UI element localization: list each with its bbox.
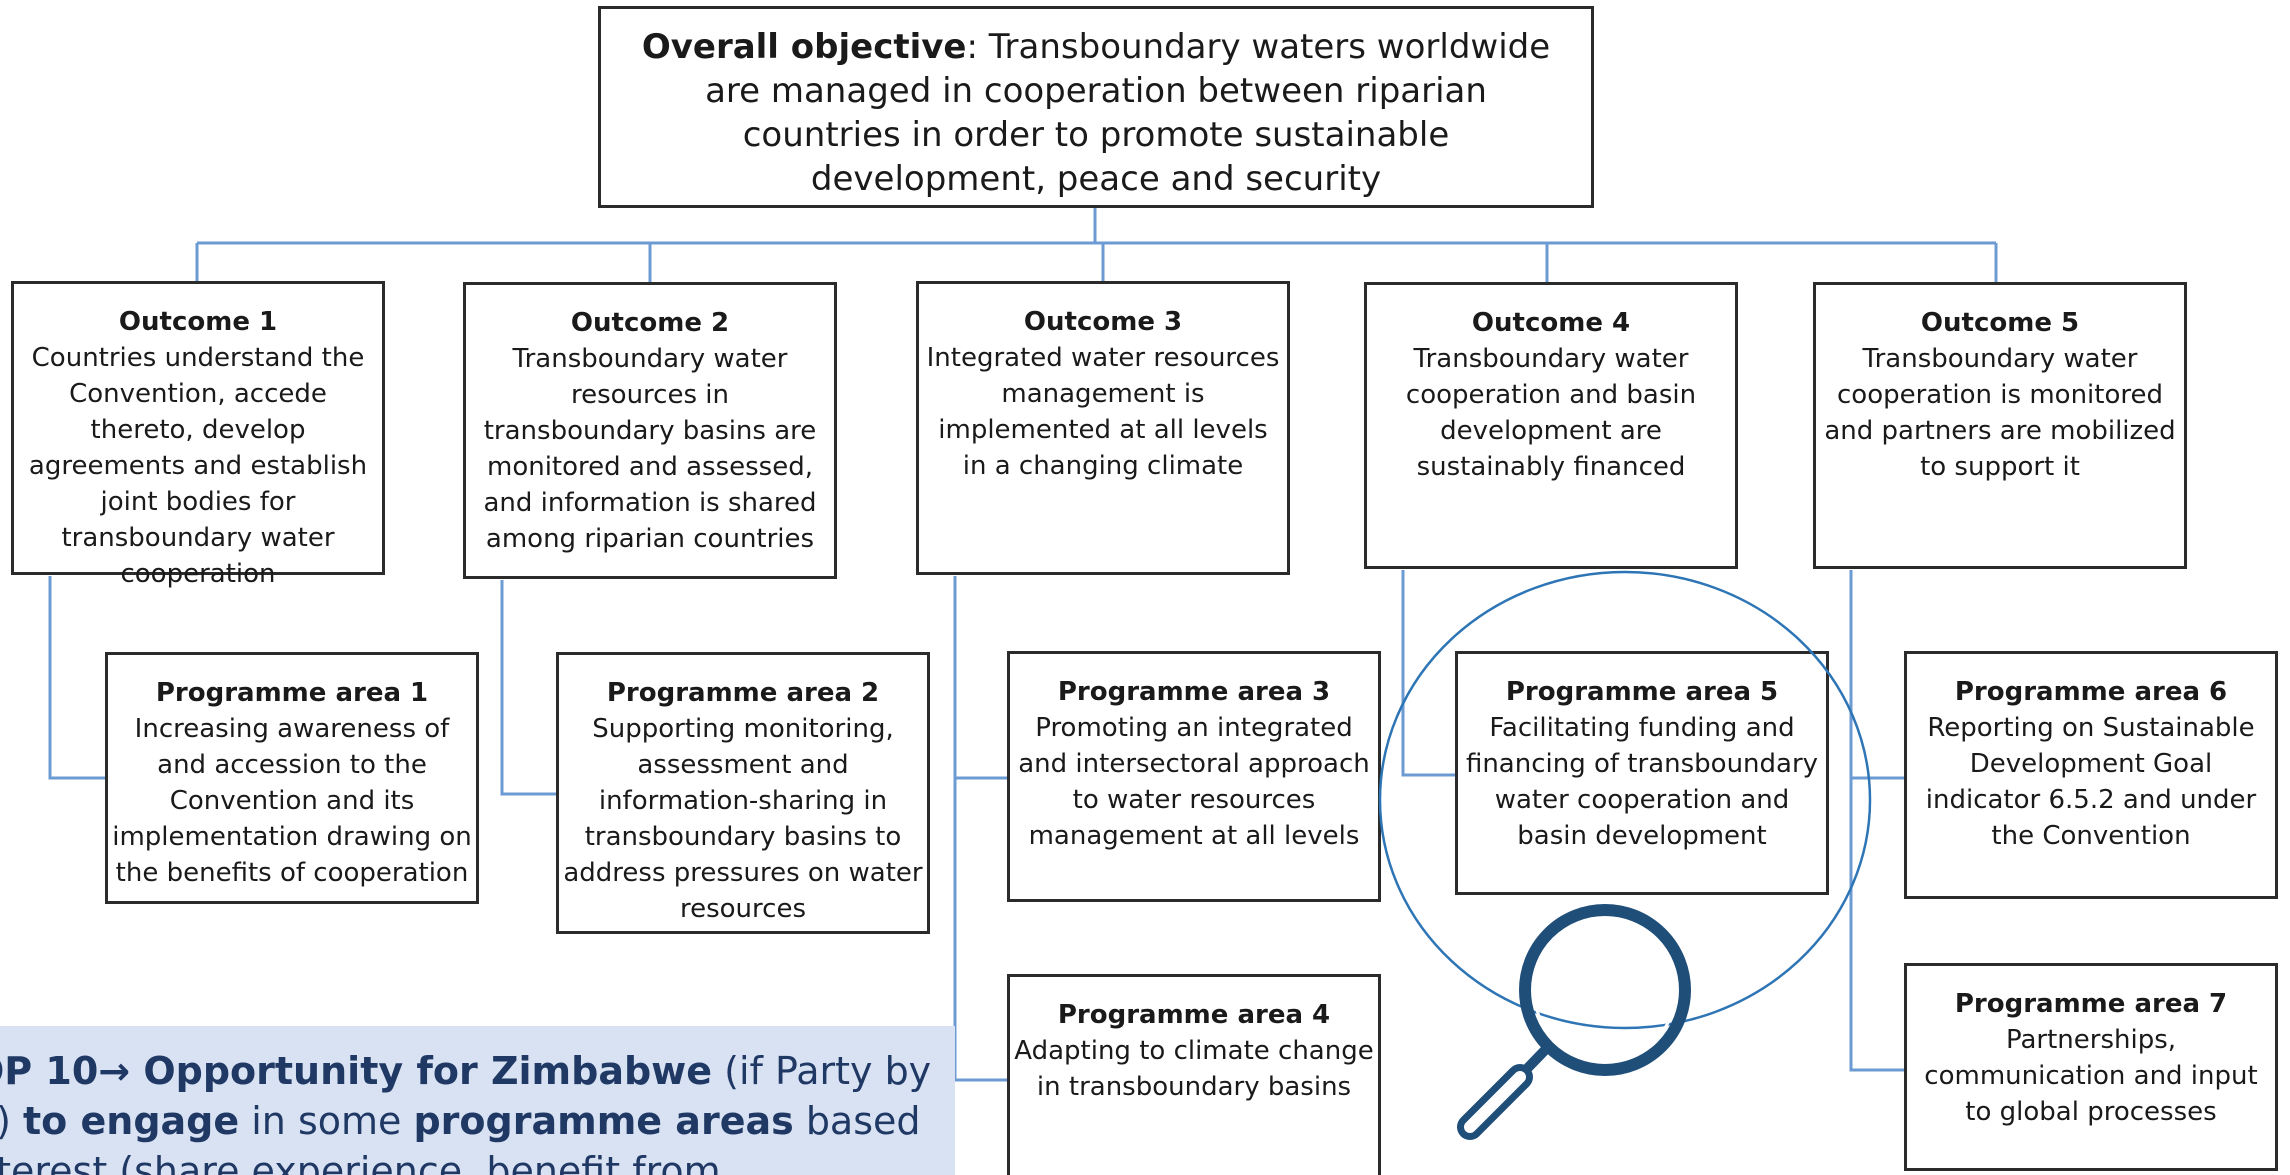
- outcome-2-box: Outcome 2 Transboundary water resources …: [463, 282, 837, 579]
- callout-text: OP 10→ Opportunity for Zimbabwe (if Part…: [0, 1046, 955, 1175]
- callout-opportunity: Opportunity for Zimbabwe: [130, 1049, 713, 1093]
- programme-area-5-box: Programme area 5 Facilitating funding an…: [1455, 651, 1829, 895]
- programme-area-4-title: Programme area 4: [1057, 1000, 1331, 1030]
- programme-area-7-box: Programme area 7 Partnerships, communica…: [1904, 963, 2278, 1171]
- outcome-3-box: Outcome 3 Integrated water resources man…: [916, 281, 1290, 575]
- programme-area-5-title: Programme area 5: [1505, 677, 1779, 707]
- outcome-4-title: Outcome 4: [1471, 308, 1631, 338]
- callout-line2-start: n): [0, 1099, 23, 1143]
- callout-programme-areas: programme areas: [413, 1099, 794, 1143]
- programme-area-3-box: Programme area 3 Promoting an integrated…: [1007, 651, 1381, 902]
- programme-area-2-title: Programme area 2: [606, 678, 880, 708]
- magnifier-icon: [1378, 570, 1872, 1140]
- callout-cop-label: OP 10: [0, 1049, 99, 1093]
- objective-lead: Overall objective: [641, 27, 967, 67]
- overall-objective-box: Overall objective: Transboundary waters …: [598, 6, 1594, 208]
- programme-area-1-title: Programme area 1: [155, 678, 429, 708]
- programme-area-4-text: Adapting to climate change in transbound…: [1014, 1036, 1374, 1102]
- outcome-5-title: Outcome 5: [1920, 308, 2080, 338]
- programme-area-6-title: Programme area 6: [1954, 677, 2228, 707]
- outcome-4-box: Outcome 4 Transboundary water cooperatio…: [1364, 282, 1738, 569]
- outcome-3-title: Outcome 3: [1023, 307, 1183, 337]
- programme-area-3-title: Programme area 3: [1057, 677, 1331, 707]
- outcome-5-box: Outcome 5 Transboundary water cooperatio…: [1813, 282, 2187, 569]
- programme-area-1-text: Increasing awareness of and accession to…: [112, 714, 472, 888]
- callout-party-condition: (if Party by: [712, 1049, 932, 1093]
- outcome-3-text: Integrated water resources management is…: [926, 343, 1280, 481]
- programme-area-3-text: Promoting an integrated and intersectora…: [1018, 713, 1370, 851]
- programme-area-7-title: Programme area 7: [1954, 989, 2228, 1019]
- programme-area-6-box: Programme area 6 Reporting on Sustainabl…: [1904, 651, 2278, 899]
- callout-to-engage: to engage: [23, 1099, 240, 1143]
- outcome-4-text: Transboundary water cooperation and basi…: [1405, 344, 1697, 482]
- programme-area-4-box: Programme area 4 Adapting to climate cha…: [1007, 974, 1381, 1175]
- programme-area-5-text: Facilitating funding and financing of tr…: [1465, 713, 1819, 851]
- programme-area-6-text: Reporting on Sustainable Development Goa…: [1925, 713, 2257, 851]
- programme-area-2-text: Supporting monitoring, assessment and in…: [563, 714, 923, 924]
- programme-area-2-box: Programme area 2 Supporting monitoring, …: [556, 652, 930, 934]
- callout-in-some: in some: [239, 1099, 414, 1143]
- callout-line3: nterest (share experience, benefit from: [0, 1149, 721, 1175]
- outcome-2-text: Transboundary water resources in transbo…: [483, 344, 817, 554]
- outcome-1-box: Outcome 1 Countries understand the Conve…: [11, 281, 385, 589]
- callout-based: based: [793, 1099, 921, 1143]
- programme-area-7-text: Partnerships, communication and input to…: [1924, 1025, 2258, 1127]
- outcome-1-text: Countries understand the Convention, acc…: [28, 343, 368, 589]
- outcome-1-title: Outcome 1: [118, 307, 278, 337]
- outcome-5-text: Transboundary water cooperation is monit…: [1824, 344, 2176, 482]
- objective-text: : Transboundary waters worldwide are man…: [705, 27, 1551, 199]
- programme-area-1-box: Programme area 1 Increasing awareness of…: [105, 652, 479, 904]
- zimbabwe-opportunity-callout: OP 10→ Opportunity for Zimbabwe (if Part…: [0, 1026, 955, 1175]
- outcome-2-title: Outcome 2: [570, 308, 730, 338]
- callout-arrow: →: [98, 1049, 131, 1093]
